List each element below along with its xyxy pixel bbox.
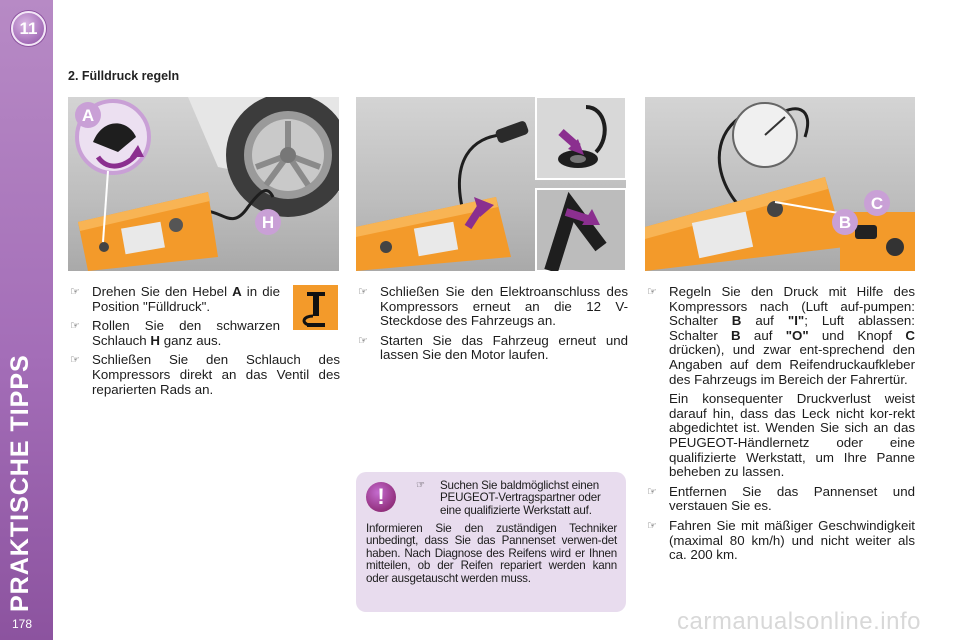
chapter-sidebar: 11 PRAKTISCHE TIPPS 178 xyxy=(0,0,53,640)
chapter-title: PRAKTISCHE TIPPS xyxy=(6,354,34,612)
instructions-column-2: ☞ Schließen Sie den Elektroanschluss des… xyxy=(356,284,628,368)
list-item: ☞ Schließen Sie den Schlauch des Kompres… xyxy=(70,352,340,397)
compressor-illustration xyxy=(645,177,845,271)
switch-key-b: B xyxy=(731,313,742,329)
watermark: carmanualsonline.info xyxy=(677,608,921,635)
label-h: H xyxy=(262,213,274,232)
tyre-pump-icon xyxy=(293,285,338,330)
instructions-column-1: ☞ Drehen Sie den Hebel A in die Position… xyxy=(68,284,340,402)
list-item: ☞ Starten Sie das Fahrzeug erneut und la… xyxy=(358,332,628,363)
pointing-hand-icon: ☞ xyxy=(358,334,368,347)
page-number: 178 xyxy=(12,617,33,631)
switch-key-b: B xyxy=(731,327,741,343)
pointing-hand-icon: ☞ xyxy=(70,286,80,298)
warning-text: Informieren Sie den zuständigen Technike… xyxy=(366,522,617,585)
switch-position-i: "I" xyxy=(787,313,805,329)
exclamation-icon: ! xyxy=(366,482,396,512)
pointing-hand-icon: ☞ xyxy=(70,354,80,367)
figure-pressure-switches: B C xyxy=(645,97,915,271)
pointing-hand-icon: ☞ xyxy=(358,286,368,298)
pointing-hand-icon: ☞ xyxy=(416,480,425,491)
list-item: ☞ Regeln Sie den Druck mit Hilfe des Kom… xyxy=(647,284,915,387)
list-item: ☞ Fahren Sie mit mäßiger Geschwindigkeit… xyxy=(647,517,915,563)
figure-compressor-hose: A H xyxy=(68,97,339,271)
chapter-number-badge: 11 xyxy=(11,11,46,46)
list-item: ☞ Schließen Sie den Elektroanschluss des… xyxy=(358,284,628,329)
label-b: B xyxy=(839,213,851,232)
section-heading: 2. Fülldruck regeln xyxy=(68,69,180,83)
hose-key-h: H xyxy=(150,332,161,348)
pointing-hand-icon: ☞ xyxy=(647,485,657,498)
list-item: ☞ Entfernen Sie das Pannenset und versta… xyxy=(647,483,915,514)
instructions-column-3: ☞ Regeln Sie den Druck mit Hilfe des Kom… xyxy=(645,284,915,568)
pointing-hand-icon: ☞ xyxy=(70,320,80,333)
pointing-hand-icon: ☞ xyxy=(647,519,657,532)
pressure-loss-note: Ein konsequenter Druckverlust weist dara… xyxy=(669,391,915,480)
label-c: C xyxy=(871,194,883,213)
warning-bullet: ☞ Suchen Sie baldmöglichst einen PEUGEOT… xyxy=(416,479,601,517)
figure-power-plug xyxy=(356,97,626,271)
button-key-c: C xyxy=(905,327,915,343)
list-item: ☞ Rollen Sie den schwarzen Schlauch H ga… xyxy=(70,318,280,348)
lever-key-a: A xyxy=(232,284,242,299)
list-item: ☞ Drehen Sie den Hebel A in die Position… xyxy=(70,284,280,314)
pointing-hand-icon: ☞ xyxy=(647,286,657,298)
compressor-illustration xyxy=(78,192,218,271)
switch-position-o: "O" xyxy=(785,327,809,343)
warning-box: ! ☞ Suchen Sie baldmöglichst einen PEUGE… xyxy=(356,472,626,612)
label-a: A xyxy=(82,106,94,125)
